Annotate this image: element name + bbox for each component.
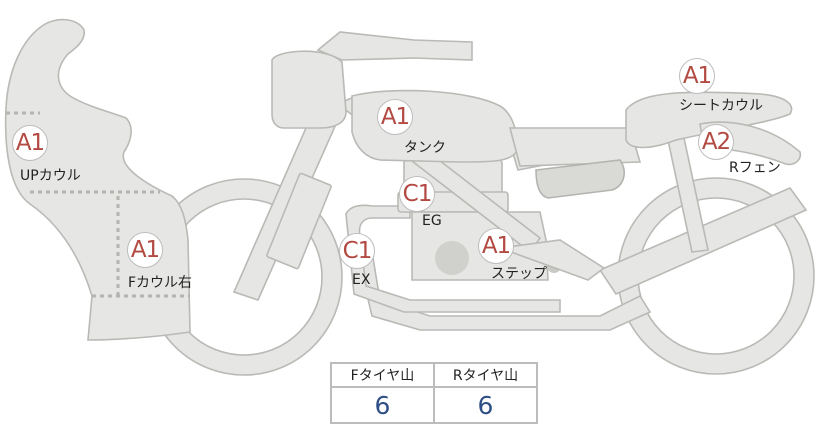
marker-r-fender: A2 [698, 124, 734, 160]
seat [508, 127, 642, 167]
tire-tread-value-row: 6 6 [330, 386, 538, 424]
marker-seat-cowl: A1 [679, 58, 715, 94]
part-label-tank: タンク [404, 140, 446, 156]
marker-step: A1 [478, 228, 514, 264]
part-label-f-cowl-right: Fカウル右 [128, 275, 193, 291]
grade-badge: C1 [399, 176, 435, 212]
side-cover [535, 159, 625, 199]
grade-badge: C1 [339, 233, 375, 269]
fork-lower [266, 172, 332, 270]
marker-f-cowl-right: A1 [127, 232, 163, 268]
grade-badge: A1 [377, 99, 413, 135]
handlebar [316, 31, 473, 61]
tire-tread-header-row: Fタイヤ山 Rタイヤ山 [330, 362, 538, 388]
grade-badge: A1 [679, 58, 715, 94]
part-label-engine: EG [422, 213, 442, 229]
part-label-up-cowl: UPカウル [20, 168, 81, 184]
part-label-step: ステップ [491, 266, 547, 282]
rear-tire-tread-header: Rタイヤ山 [433, 362, 538, 388]
marker-exhaust: C1 [339, 233, 375, 269]
marker-tank: A1 [377, 99, 413, 135]
front-tire-tread-value: 6 [330, 386, 435, 424]
marker-up-cowl: A1 [12, 125, 48, 161]
grade-badge: A1 [12, 125, 48, 161]
frame-pivot [499, 239, 606, 281]
part-label-exhaust: EX [352, 272, 371, 288]
headlight [271, 50, 347, 129]
tire-tread-table: Fタイヤ山 Rタイヤ山 6 6 [330, 362, 538, 424]
rear-tire-tread-value: 6 [433, 386, 538, 424]
engine-cover [435, 241, 469, 275]
grade-badge: A1 [478, 228, 514, 264]
exhaust-pipe [345, 204, 561, 313]
grade-badge: A2 [698, 124, 734, 160]
part-label-seat-cowl: シートカウル [679, 98, 763, 114]
seat-cowl [625, 91, 793, 149]
grade-badge: A1 [127, 232, 163, 268]
part-label-r-fender: Rフェン [729, 160, 781, 176]
front-tire-tread-header: Fタイヤ山 [330, 362, 435, 388]
marker-engine: C1 [399, 176, 435, 212]
